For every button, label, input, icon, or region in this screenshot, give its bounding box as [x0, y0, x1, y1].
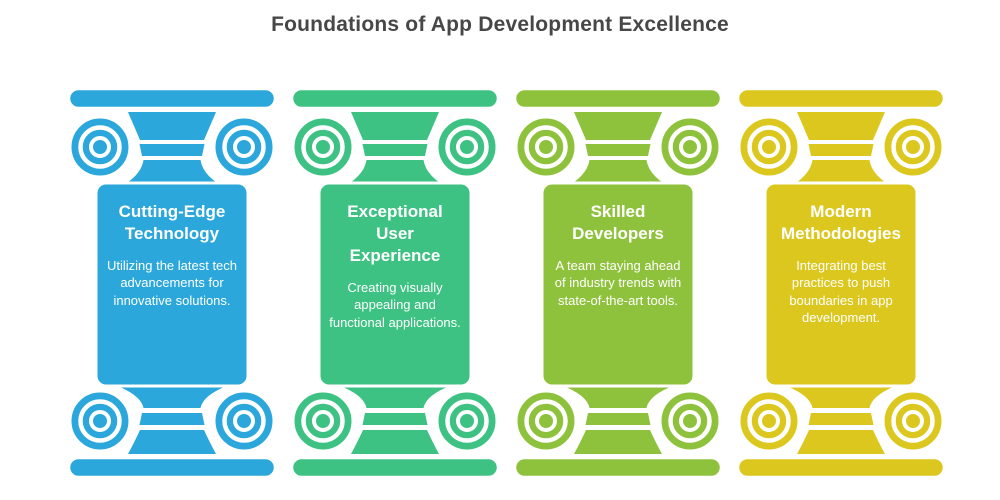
- pillar-modern-methodologies: Modern Methodologies Integrating best pr…: [736, 87, 946, 479]
- pillar-text-block: Modern Methodologies Integrating best pr…: [768, 201, 914, 326]
- page-title: Foundations of App Development Excellenc…: [271, 13, 729, 36]
- pillar-text-block: Skilled Developers A team staying ahead …: [545, 201, 691, 309]
- pillar-description: Utilizing the latest tech advancements f…: [106, 258, 238, 308]
- pillar-title: Cutting-Edge Technology: [118, 202, 226, 244]
- pillar-skilled-developers: Skilled Developers A team staying ahead …: [513, 87, 723, 479]
- pillar-text-block: Cutting-Edge Technology Utilizing the la…: [99, 201, 245, 309]
- pillar-title: Skilled Developers: [572, 202, 664, 244]
- pillar-title: Modern Methodologies: [781, 202, 901, 244]
- pillar-title: Exceptional User Experience: [347, 202, 443, 266]
- pillar-cutting-edge-technology: Cutting-Edge Technology Utilizing the la…: [67, 87, 277, 479]
- pillar-exceptional-user-experience: Exceptional User Experience Creating vis…: [290, 87, 500, 479]
- pillar-text-block: Exceptional User Experience Creating vis…: [322, 201, 468, 331]
- pillar-description: Integrating best practices to push bound…: [789, 258, 893, 325]
- pillar-description: Creating visually appealing and function…: [329, 280, 461, 330]
- pillar-description: A team staying ahead of industry trends …: [554, 258, 682, 308]
- pillar-row: Cutting-Edge Technology Utilizing the la…: [67, 87, 946, 479]
